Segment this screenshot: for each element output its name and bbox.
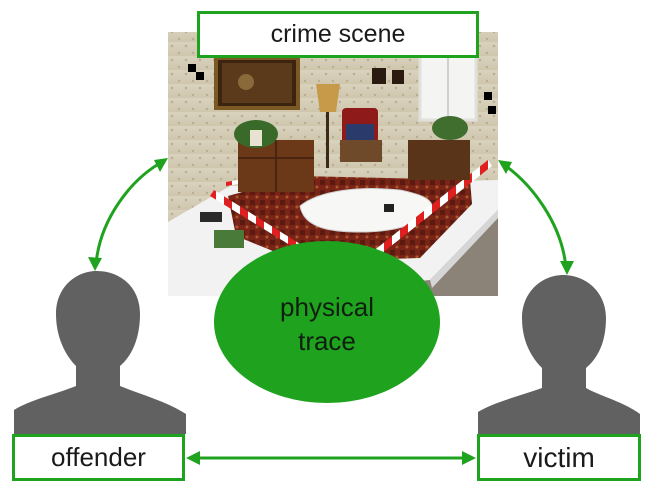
victim-scene-arrow — [501, 162, 568, 270]
double-arrow-icon — [88, 158, 574, 465]
physical-trace-line1: physical — [280, 292, 374, 322]
crime-scene-label: crime scene — [197, 11, 479, 58]
physical-trace-line2: trace — [298, 326, 356, 356]
offender-scene-arrow — [94, 160, 164, 266]
physical-trace-node — [214, 241, 440, 403]
offender-silhouette-icon — [14, 271, 186, 434]
victim-text: victim — [523, 441, 595, 473]
offender-text: offender — [51, 442, 146, 472]
victim-silhouette-icon — [478, 275, 640, 434]
crime-scene-text: crime scene — [270, 20, 406, 48]
offender-label: offender — [12, 434, 185, 481]
physical-trace-label: physical trace — [213, 290, 441, 358]
victim-label: victim — [477, 434, 641, 481]
